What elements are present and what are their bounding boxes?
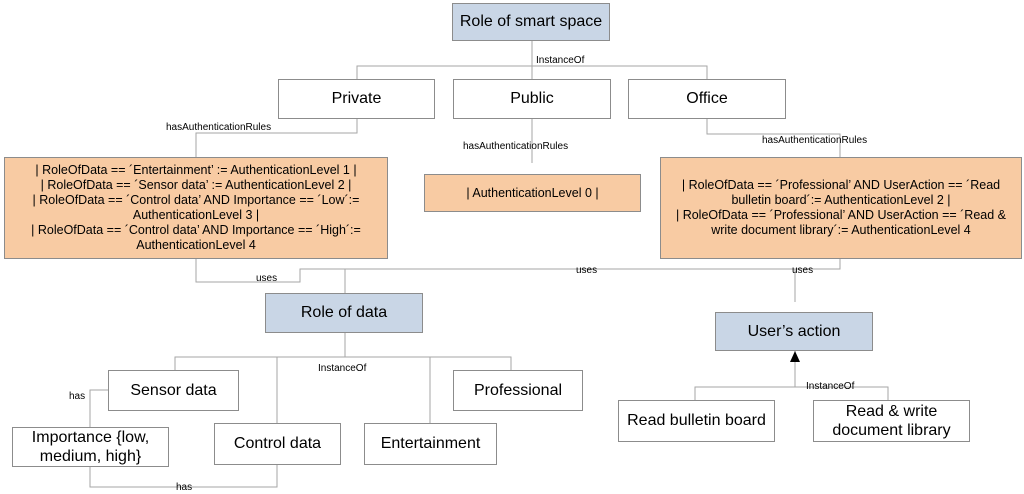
node-importance: Importance {low, medium, high} xyxy=(12,427,169,467)
node-entertainment: Entertainment xyxy=(364,423,497,465)
edge-label-instanceof-top: InstanceOf xyxy=(536,55,585,66)
node-label: Public xyxy=(510,90,554,108)
node-label: Entertainment xyxy=(380,435,481,453)
rules-public: | AuthenticationLevel 0 | xyxy=(424,174,641,212)
edge-label-has-auth-public: hasAuthenticationRules xyxy=(463,141,569,152)
rules-office: | RoleOfData == ´Professional’ AND UserA… xyxy=(660,157,1022,259)
node-label: Sensor data xyxy=(130,381,217,399)
node-label: User’s action xyxy=(747,322,841,340)
node-control-data: Control data xyxy=(214,423,341,465)
node-label: Professional xyxy=(473,381,563,399)
node-read-bulletin-board: Read bulletin board xyxy=(618,400,775,442)
node-label: Private xyxy=(331,90,382,108)
node-label: Control data xyxy=(233,435,322,453)
edge-label-has-control: has xyxy=(176,482,193,493)
edge-label-has-sensor: has xyxy=(69,391,86,402)
edge-label-uses-middle: uses xyxy=(576,265,598,276)
edge-label-instanceof-data: InstanceOf xyxy=(318,363,367,374)
node-users-action: User’s action xyxy=(715,312,873,351)
node-label: Read bulletin board xyxy=(627,412,766,430)
node-role-of-smart-space: Role of smart space xyxy=(452,3,610,41)
node-label: Role of smart space xyxy=(459,13,603,31)
node-label: Read & write document library xyxy=(832,402,951,439)
edge-label-uses-private: uses xyxy=(256,273,278,284)
node-professional: Professional xyxy=(453,370,583,411)
rules-public-text: | AuthenticationLevel 0 | xyxy=(466,185,599,200)
node-public: Public xyxy=(453,79,611,119)
node-label: Office xyxy=(686,90,728,108)
node-label: Importance {low, medium, high} xyxy=(31,428,150,465)
node-private: Private xyxy=(278,79,435,119)
node-office: Office xyxy=(628,79,786,119)
rules-office-text: | RoleOfData == ´Professional’ AND UserA… xyxy=(675,178,1007,237)
edge-label-uses-office: uses xyxy=(792,265,814,276)
node-label: Role of data xyxy=(300,304,388,322)
rules-private: | RoleOfData == ´Entertainment’ := Authe… xyxy=(4,157,388,259)
edge-label-instanceof-action: InstanceOf xyxy=(806,381,855,392)
node-read-write-document-library: Read & write document library xyxy=(813,400,970,442)
node-sensor-data: Sensor data xyxy=(108,370,239,411)
rules-private-text: | RoleOfData == ´Entertainment’ := Authe… xyxy=(31,163,361,252)
edge-label-has-auth-private: hasAuthenticationRules xyxy=(166,122,272,133)
node-role-of-data: Role of data xyxy=(265,293,423,333)
edge-label-has-auth-office: hasAuthenticationRules xyxy=(762,135,868,146)
